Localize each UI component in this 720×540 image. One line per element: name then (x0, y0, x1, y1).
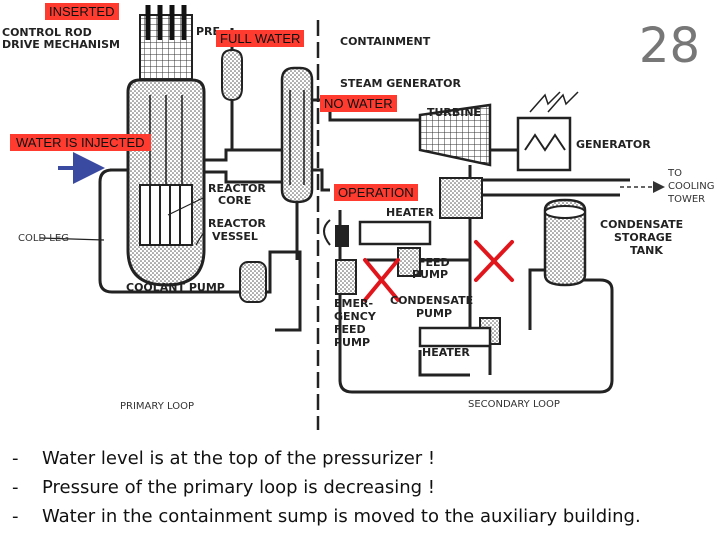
condenser (439, 177, 665, 219)
bullet-text: Water in the containment sump is moved t… (42, 506, 641, 527)
label-emer-2: GENCY (334, 310, 377, 323)
label-feed-pump-1: FEED (418, 256, 450, 269)
label-to-cooling-3: TOWER (667, 194, 705, 205)
condensate-storage-tank (528, 198, 587, 330)
control-rod-drive (139, 5, 193, 84)
label-condensate-tank-1: CONDENSATE (600, 218, 683, 231)
label-emer-4: PUMP (334, 336, 370, 349)
label-reactor-core-2: CORE (218, 194, 251, 207)
label-pre: PRE (196, 25, 220, 38)
label-condensate-tank-2: STORAGE (614, 231, 672, 244)
label-heater-top: HEATER (386, 206, 434, 219)
label-to-cooling-1: TO (667, 168, 682, 179)
label-reactor-vessel-2: VESSEL (212, 230, 258, 243)
emergency-feed-pump (323, 219, 357, 295)
label-reactor-vessel-1: REACTOR (208, 217, 266, 230)
label-turbine: TURBINE (427, 106, 481, 119)
feed-pump-failed-cross (363, 258, 400, 302)
label-coolant-pump: COOLANT PUMP (126, 281, 225, 294)
tag-water-injected: WATER IS INJECTED (10, 134, 151, 151)
label-condensate-pump-1: CONDENSATE (390, 294, 473, 307)
label-to-cooling-2: COOLING (668, 181, 714, 192)
tag-full-water: FULL WATER (216, 30, 305, 47)
label-reactor-core-1: REACTOR (208, 182, 266, 195)
steam-generator (280, 66, 314, 260)
bullet-text: Pressure of the primary loop is decreasi… (42, 477, 436, 498)
label-condensate-tank-3: TANK (630, 244, 663, 257)
tag-inserted: INSERTED (45, 3, 119, 20)
turbine (418, 103, 492, 167)
condensate-pump-failed-cross (474, 240, 514, 282)
tag-operation: OPERATION (334, 184, 418, 201)
label-control-rod-1: CONTROL ROD (2, 26, 92, 39)
label-generator: GENERATOR (576, 138, 651, 151)
label-cold-leg: COLD LEG (18, 233, 69, 244)
bullet-item: -Pressure of the primary loop is decreas… (12, 473, 712, 502)
label-primary-loop: PRIMARY LOOP (120, 401, 194, 412)
heater-bottom (418, 326, 492, 348)
label-condensate-pump-2: PUMP (416, 307, 452, 320)
label-secondary-loop: SECONDARY LOOP (468, 399, 560, 410)
label-control-rod-2: DRIVE MECHANISM (2, 38, 120, 51)
bullet-list: -Water level is at the top of the pressu… (12, 444, 712, 531)
label-containment: CONTAINMENT (340, 35, 431, 48)
slide-number: 28 (638, 18, 700, 74)
heater-top (358, 220, 432, 246)
bullet-item: -Water level is at the top of the pressu… (12, 444, 712, 473)
tag-no-water: NO WATER (320, 95, 397, 112)
label-feed-pump-2: PUMP (412, 268, 448, 281)
label-emer-1: EMER- (334, 297, 373, 310)
pwr-schematic: CONTROL ROD DRIVE MECHANISM PRE CONTAINM… (2, 5, 714, 430)
bullet-item: -Water in the containment sump is moved … (12, 502, 712, 531)
generator (516, 91, 579, 172)
reactor-vessel (126, 78, 206, 287)
label-steam-generator: STEAM GENERATOR (340, 77, 461, 90)
label-heater-bottom: HEATER (422, 346, 470, 359)
label-emer-3: FEED (334, 323, 366, 336)
coolant-pump (239, 261, 267, 303)
bullet-text: Water level is at the top of the pressur… (42, 448, 436, 469)
